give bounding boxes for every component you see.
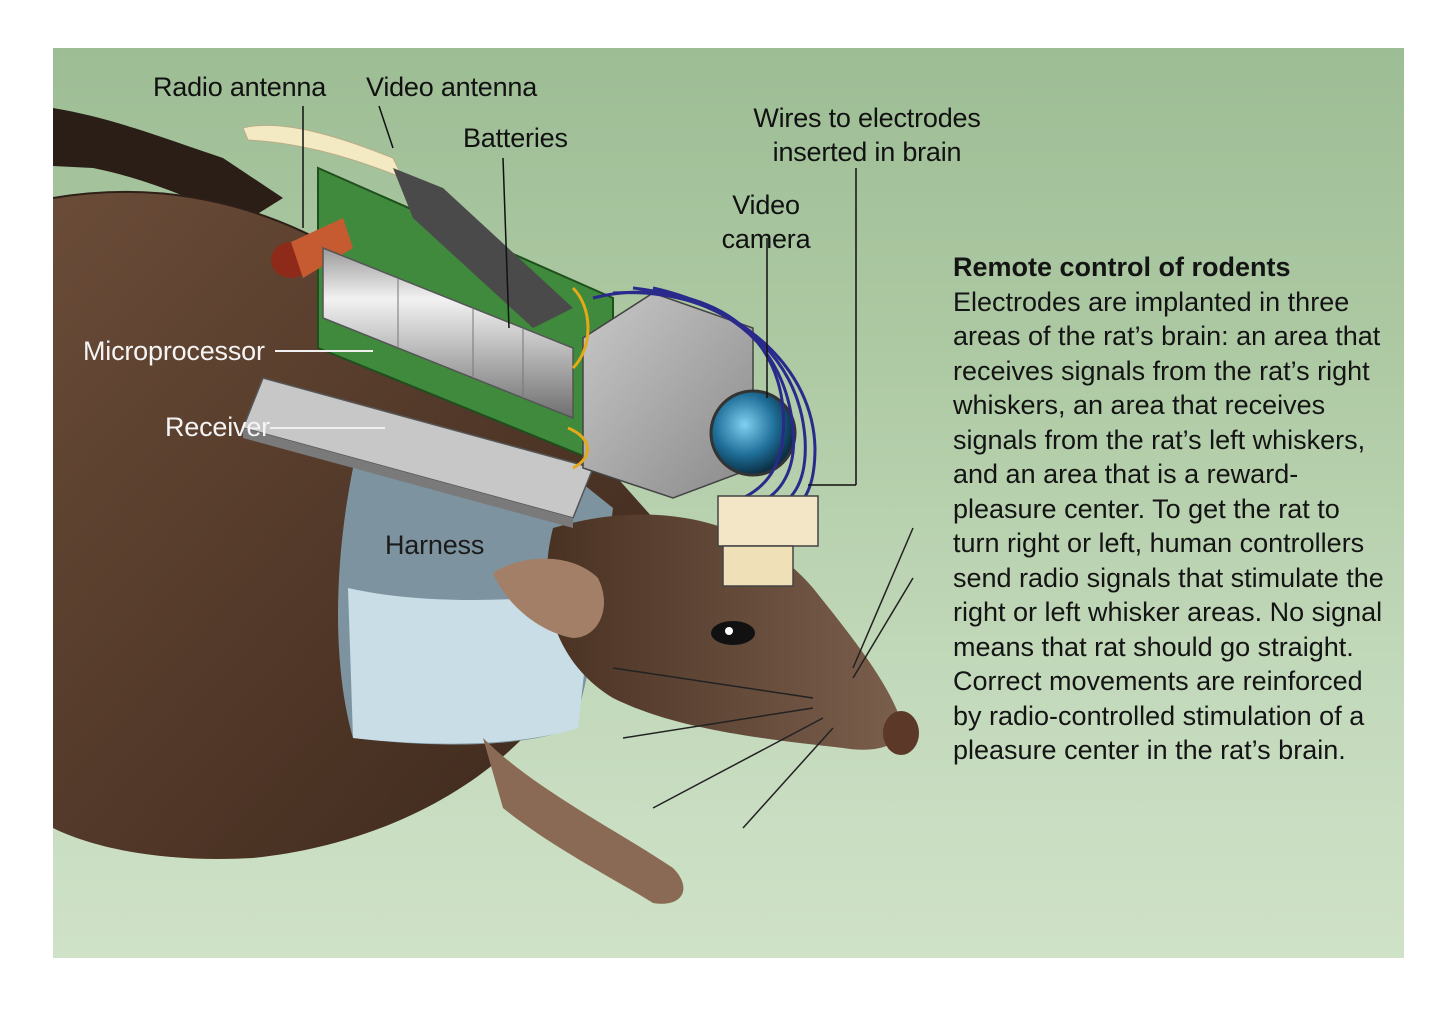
rat-ear xyxy=(493,558,604,638)
microprocessor-label: Microprocessor xyxy=(83,336,265,366)
radio-antenna-label: Radio antenna xyxy=(153,72,327,102)
rat-nose xyxy=(883,711,919,755)
rat-paw xyxy=(483,738,684,904)
video-camera-label: Video camera xyxy=(721,190,811,254)
caption: Remote control of rodents Electrodes are… xyxy=(953,250,1393,768)
caption-title: Remote control of rodents xyxy=(953,252,1291,282)
harness-label: Harness xyxy=(385,530,485,560)
batteries xyxy=(322,246,574,420)
illustration-panel: Radio antenna Video antenna Batteries Wi… xyxy=(53,48,1404,958)
receiver-label: Receiver xyxy=(165,412,270,442)
whiskers xyxy=(612,527,914,829)
rat-illustration xyxy=(53,105,919,904)
rat-eye xyxy=(711,621,755,645)
caption-body: Electrodes are implanted in three areas … xyxy=(953,286,1384,766)
rat-tail xyxy=(53,108,283,223)
radio-antenna xyxy=(291,218,353,278)
wires-to-electrodes-label: Wires to electrodes inserted in brain xyxy=(753,103,981,167)
electrode-connector xyxy=(717,495,819,547)
camera-lens xyxy=(709,389,797,477)
video-antenna-label: Video antenna xyxy=(366,72,538,102)
batteries-label: Batteries xyxy=(463,123,568,153)
